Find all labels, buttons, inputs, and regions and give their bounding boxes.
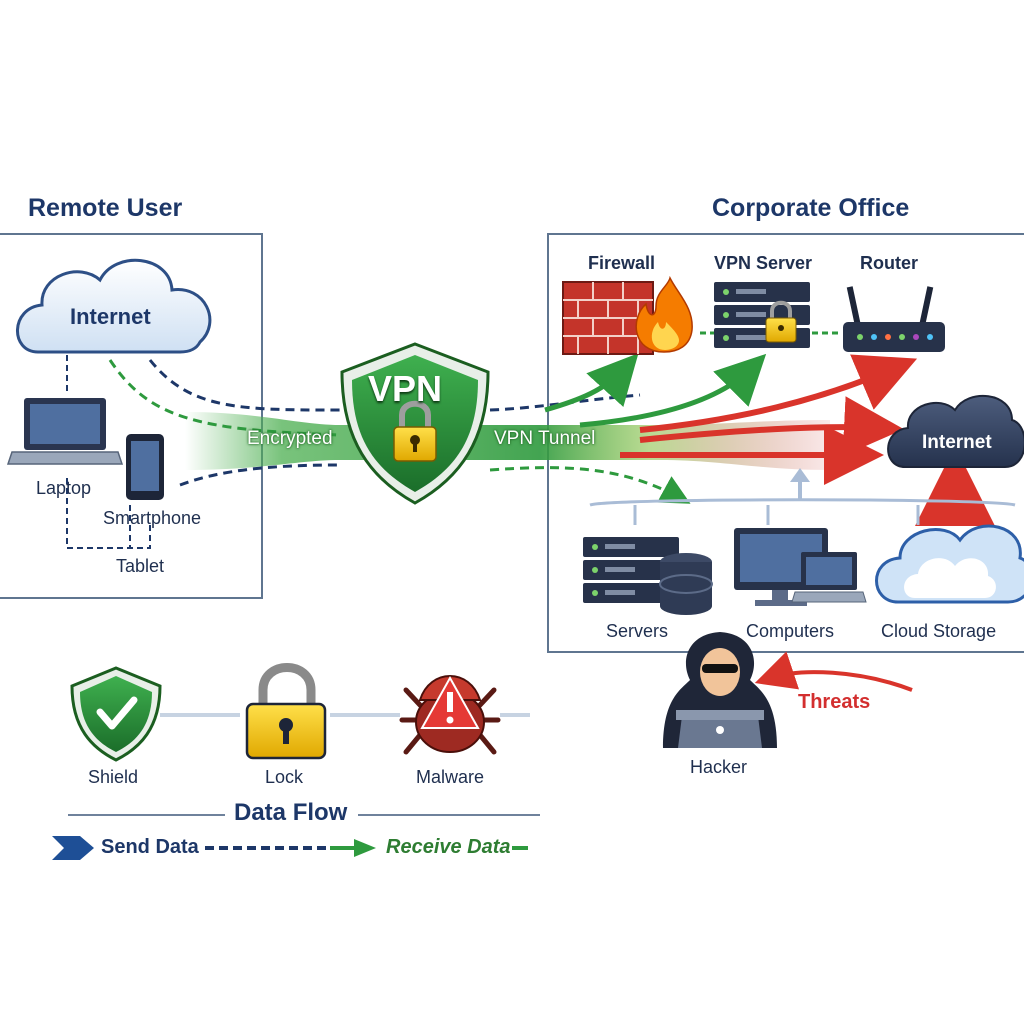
servers-label: Servers [606, 621, 668, 642]
firewall-icon [563, 278, 692, 354]
legend-malware-icon [402, 676, 498, 752]
threats-label: Threats [798, 691, 870, 714]
data-flow-title: Data Flow [234, 799, 347, 827]
cloud-storage-label: Cloud Storage [881, 621, 996, 642]
receive-data-label: Receive Data [386, 836, 511, 859]
laptop-icon [8, 398, 122, 464]
laptop-label: Laptop [36, 478, 91, 499]
smartphone-label: Smartphone [103, 508, 201, 529]
remote-user-title: Remote User [28, 194, 182, 223]
vpn-badge-label: VPN [368, 368, 442, 410]
corporate-office-title: Corporate Office [712, 194, 909, 223]
legend-lock-icon [247, 668, 325, 759]
tablet-label: Tablet [116, 556, 164, 577]
vpn-server-icon [714, 282, 810, 348]
cloud-storage-icon [877, 526, 1024, 602]
firewall-label: Firewall [588, 253, 655, 274]
computers-label: Computers [746, 621, 834, 642]
vpn-server-label: VPN Server [714, 253, 812, 274]
hacker-icon [663, 632, 777, 748]
encrypted-label: Encrypted [247, 428, 333, 450]
router-icon [843, 286, 945, 352]
servers-icon [583, 537, 712, 615]
legend-lock-label: Lock [265, 767, 303, 788]
smartphone-icon [126, 434, 164, 500]
send-data-label: Send Data [101, 836, 199, 859]
send-data-arrow-icon [52, 836, 94, 860]
vpn-tunnel-label: VPN Tunnel [494, 428, 595, 450]
legend-malware-label: Malware [416, 767, 484, 788]
computers-icon [734, 528, 866, 606]
legend-shield-icon [72, 668, 160, 760]
hacker-label: Hacker [690, 757, 747, 778]
legend-shield-label: Shield [88, 767, 138, 788]
remote-internet-label: Internet [70, 304, 151, 330]
corporate-internet-label: Internet [922, 432, 992, 454]
router-label: Router [860, 253, 918, 274]
